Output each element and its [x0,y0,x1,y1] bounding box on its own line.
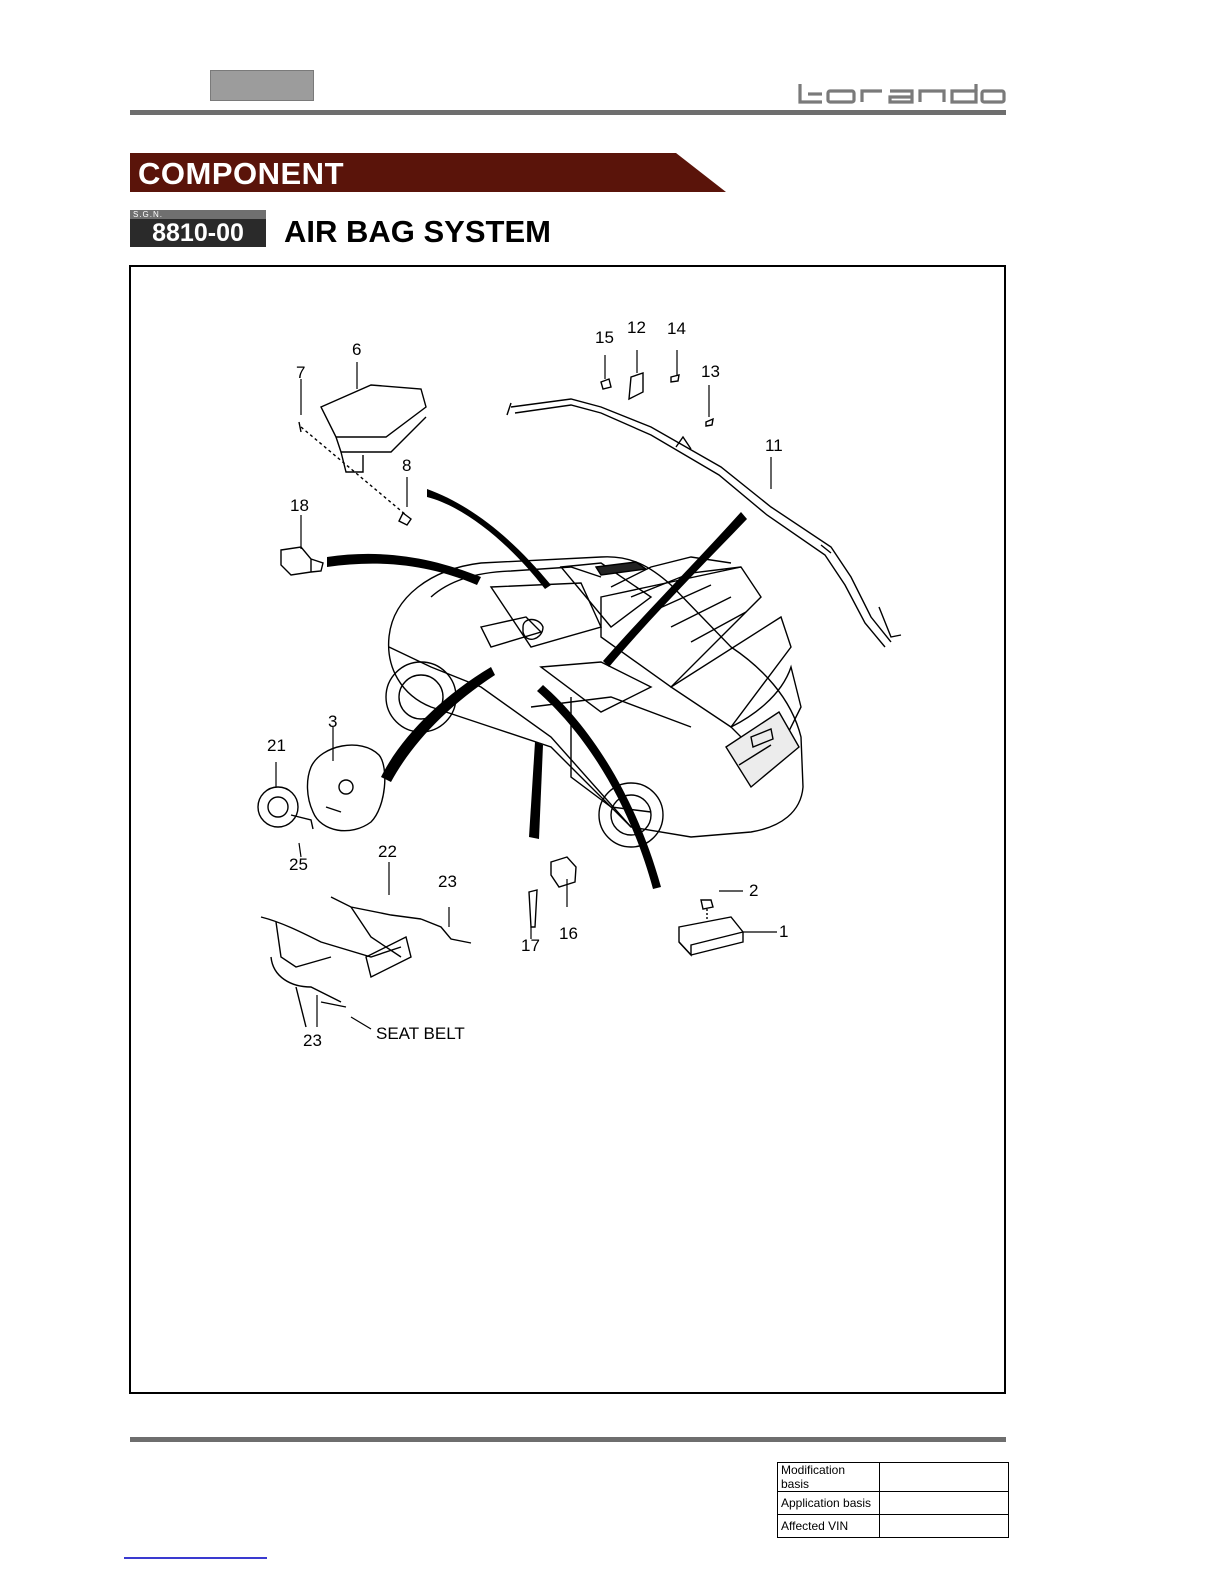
callout-23-upper: 23 [438,873,457,891]
revision-label: Modification basis [778,1463,880,1492]
brand-logo [798,82,1006,106]
callout-15: 15 [595,329,614,347]
callout-8: 8 [402,457,411,475]
header-rule [130,110,1006,115]
callout-17: 17 [521,937,540,955]
seat-belt-label: SEAT BELT [376,1025,465,1043]
callout-6: 6 [352,341,361,359]
side-impact-sensor [551,857,576,887]
clock-spring [258,787,313,829]
callout-14: 14 [667,320,686,338]
pointer-arrows [327,489,747,889]
screw-part-2 [706,419,713,426]
sgn-number: 8810-00 [130,219,266,247]
footer-link-underline[interactable] [124,1557,267,1559]
bolt-part [529,890,537,927]
section-banner: COMPONENT [130,153,726,192]
figure-frame: 6 7 8 11 12 13 14 15 18 3 21 25 22 23 16… [129,265,1006,1394]
footer-rule [130,1437,1006,1442]
callout-2: 2 [749,882,758,900]
callout-3: 3 [328,713,337,731]
callout-1: 1 [779,923,788,941]
page-title: AIR BAG SYSTEM [284,213,551,251]
revision-table: Modification basis Application basis Aff… [777,1462,1009,1538]
front-impact-sensor [281,547,323,575]
callout-12: 12 [627,319,646,337]
clip-part [601,379,611,389]
airbag-system-diagram [131,267,1004,1392]
callout-16: 16 [559,925,578,943]
bracket-part [629,373,643,399]
callout-13: 13 [701,363,720,381]
header-tab [210,70,314,101]
korando-logo-icon [798,82,1006,106]
screw-part [671,375,679,382]
airbag-control-unit [679,900,743,955]
driver-airbag-module [307,745,384,831]
callout-11: 11 [765,437,783,455]
section-title: COMPONENT [138,156,344,192]
revision-label: Affected VIN [778,1515,880,1538]
revision-label: Application basis [778,1492,880,1515]
callout-25: 25 [289,856,308,874]
wiring-harness [261,897,471,1027]
callout-7: 7 [296,364,305,382]
callout-18: 18 [290,497,309,515]
revision-value [880,1463,1009,1492]
table-row: Affected VIN [778,1515,1009,1538]
callout-21: 21 [267,737,286,755]
revision-value [880,1515,1009,1538]
callout-22: 22 [378,843,397,861]
revision-value [880,1492,1009,1515]
table-row: Application basis [778,1492,1009,1515]
callout-23-lower: 23 [303,1032,322,1050]
table-row: Modification basis [778,1463,1009,1492]
